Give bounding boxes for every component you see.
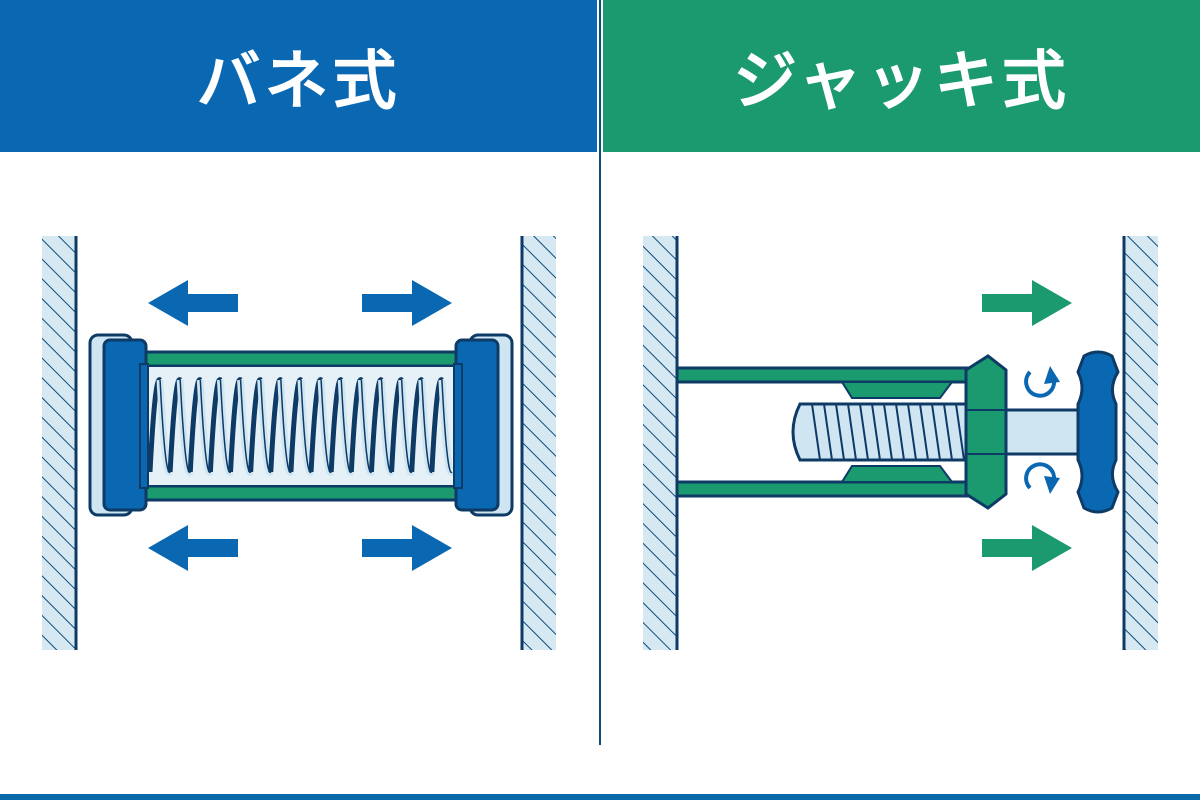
- right-wall: [1122, 236, 1158, 650]
- bottom-rule: [0, 794, 1200, 800]
- left-wall: [42, 236, 78, 650]
- rotate-cw-icon: [1024, 462, 1060, 494]
- hex-nut: [964, 354, 1008, 510]
- jack-shaft: [1004, 408, 1084, 456]
- spring-type-title: バネ式: [196, 45, 401, 119]
- adjuster-knob[interactable]: [1076, 350, 1120, 514]
- threaded-screw: [791, 402, 972, 462]
- upper-guide: [840, 381, 954, 399]
- arrow-right-icon: [362, 525, 452, 571]
- arrow-right-icon: [982, 280, 1072, 326]
- frame-rods: [675, 366, 973, 498]
- right-end-cap: [453, 333, 514, 517]
- jack-type-header: ジャッキ式: [603, 0, 1200, 152]
- jack-type-diagram: [643, 236, 1158, 650]
- arrow-right-icon: [982, 525, 1072, 571]
- panel-divider: [599, 0, 601, 745]
- lower-guide: [840, 465, 954, 483]
- jack-type-title: ジャッキ式: [733, 45, 1070, 119]
- left-end-cap: [88, 333, 149, 517]
- spring-type-header: バネ式: [0, 0, 597, 152]
- left-wall: [643, 236, 679, 650]
- rotate-ccw-icon: [1024, 366, 1060, 398]
- coil-spring: [147, 377, 455, 476]
- arrow-left-icon: [148, 280, 238, 326]
- arrow-right-icon: [362, 280, 452, 326]
- arrow-left-icon: [148, 525, 238, 571]
- spring-type-diagram: [42, 236, 556, 650]
- right-wall: [520, 236, 556, 650]
